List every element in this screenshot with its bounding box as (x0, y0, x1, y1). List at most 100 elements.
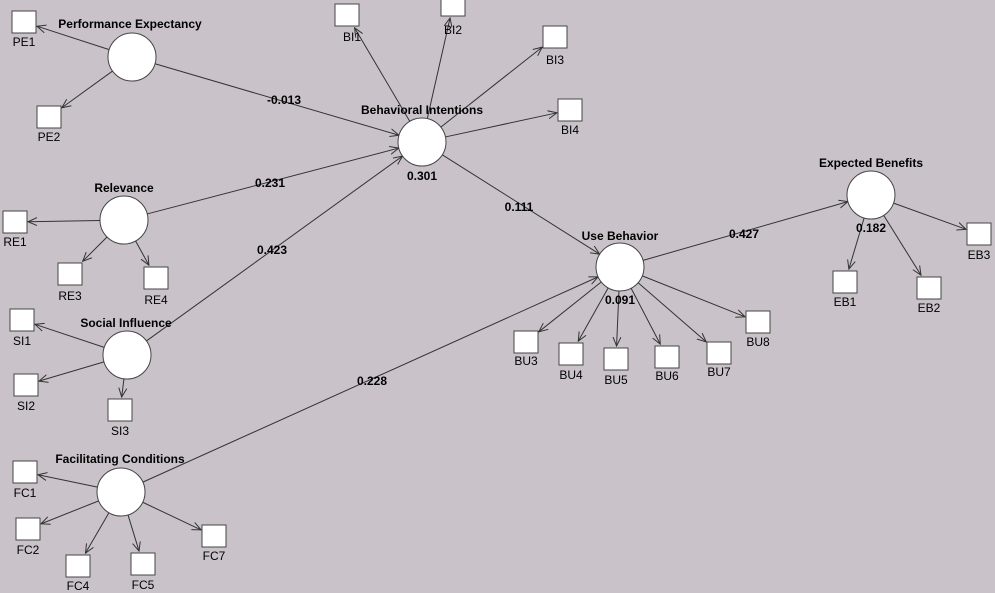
indicator-label: RE3 (58, 289, 82, 303)
indicator-label: FC2 (17, 543, 40, 557)
path-arrow (146, 156, 402, 342)
indicator-box[interactable] (440, 0, 466, 17)
indicator-label: BI2 (444, 23, 462, 37)
indicator-label: FC1 (14, 486, 37, 500)
construct-node[interactable] (107, 32, 157, 82)
indicator-label: FC4 (67, 579, 90, 593)
path-coefficient: 0.228 (357, 374, 387, 388)
loading-arrow (355, 28, 411, 122)
indicator-box[interactable] (201, 524, 227, 548)
indicator-label: RE4 (144, 293, 168, 307)
indicator-label: BI4 (561, 123, 579, 137)
indicator-label: PE2 (38, 130, 61, 144)
construct-node[interactable] (397, 117, 447, 167)
indicator-label: BU3 (514, 354, 538, 368)
indicator-box[interactable] (558, 342, 584, 366)
indicator-box[interactable] (57, 262, 83, 286)
loading-arrow (37, 26, 110, 51)
indicator-label: SI3 (111, 424, 129, 438)
indicator-label: EB3 (968, 248, 991, 262)
indicator-box[interactable] (13, 373, 39, 397)
r-squared-value: 0.301 (407, 169, 437, 183)
indicator-label: FC5 (132, 578, 155, 592)
loading-arrow (642, 275, 745, 317)
indicator-label: BI3 (546, 53, 564, 67)
indicator-box[interactable] (9, 308, 35, 332)
indicator-box[interactable] (334, 3, 360, 27)
indicator-box[interactable] (916, 276, 942, 300)
loading-arrow (38, 475, 98, 488)
indicator-box[interactable] (11, 10, 37, 34)
construct-node[interactable] (595, 242, 645, 292)
indicator-box[interactable] (706, 341, 732, 365)
indicator-label: BU5 (604, 373, 628, 387)
loading-arrow (578, 287, 609, 341)
indicator-label: EB2 (918, 301, 941, 315)
loading-arrow (28, 220, 101, 221)
indicator-box[interactable] (2, 210, 28, 234)
path-arrow (142, 277, 598, 483)
construct-node[interactable] (102, 330, 152, 380)
path-arrow (642, 202, 848, 261)
loading-arrow (630, 288, 660, 344)
path-arrow (154, 63, 399, 135)
indicator-label: BU6 (655, 369, 679, 383)
indicator-box[interactable] (107, 398, 133, 422)
path-coefficient: -0.013 (267, 93, 301, 107)
indicator-box[interactable] (15, 517, 41, 541)
loading-arrow (83, 236, 108, 261)
loading-arrow (893, 202, 966, 229)
r-squared-value: 0.091 (605, 293, 635, 307)
loading-arrow (142, 501, 201, 530)
indicator-box[interactable] (65, 554, 91, 578)
construct-node[interactable] (846, 170, 896, 220)
path-arrow (442, 154, 599, 254)
indicator-label: FC7 (203, 549, 226, 563)
indicator-box[interactable] (143, 266, 169, 290)
indicator-label: BI1 (343, 30, 361, 44)
loading-arrow (617, 290, 619, 346)
loading-arrow (426, 18, 450, 119)
path-coefficient: 0.427 (729, 227, 759, 241)
indicator-box[interactable] (654, 345, 680, 369)
indicator-box[interactable] (832, 270, 858, 294)
loading-arrow (35, 324, 105, 348)
construct-label: Performance Expectancy (58, 17, 202, 31)
construct-label: Relevance (94, 181, 154, 195)
path-coefficient: 0.231 (255, 176, 285, 190)
loading-arrow (637, 282, 706, 342)
loading-arrow (445, 113, 557, 138)
indicator-box[interactable] (12, 460, 38, 484)
loading-arrow (440, 47, 542, 128)
construct-label: Behavioral Intentions (361, 103, 483, 117)
indicator-label: EB1 (834, 295, 857, 309)
indicator-label: SI2 (17, 399, 35, 413)
loading-arrow (849, 217, 865, 269)
loading-arrow (62, 70, 113, 108)
construct-label: Expected Benefits (819, 156, 923, 170)
loading-arrow (85, 512, 110, 553)
indicator-box[interactable] (603, 347, 629, 371)
indicator-box[interactable] (966, 222, 992, 246)
construct-label: Use Behavior (582, 229, 659, 243)
r-squared-value: 0.182 (856, 221, 886, 235)
indicator-label: BU7 (707, 365, 731, 379)
indicator-box[interactable] (557, 98, 583, 122)
indicator-box[interactable] (745, 310, 771, 334)
construct-label: Facilitating Conditions (55, 452, 185, 466)
indicator-box[interactable] (542, 25, 568, 49)
loading-arrow (539, 281, 602, 332)
construct-node[interactable] (96, 467, 146, 517)
indicator-box[interactable] (36, 105, 62, 129)
loading-arrow (39, 361, 105, 381)
indicator-label: BU8 (746, 335, 770, 349)
construct-node[interactable] (99, 195, 149, 245)
indicator-label: SI1 (13, 334, 31, 348)
indicator-box[interactable] (130, 552, 156, 576)
indicator-label: PE1 (13, 35, 36, 49)
path-coefficient: 0.423 (257, 243, 287, 257)
loading-arrow (883, 215, 921, 275)
loading-arrow (41, 500, 99, 524)
indicator-box[interactable] (513, 330, 539, 354)
